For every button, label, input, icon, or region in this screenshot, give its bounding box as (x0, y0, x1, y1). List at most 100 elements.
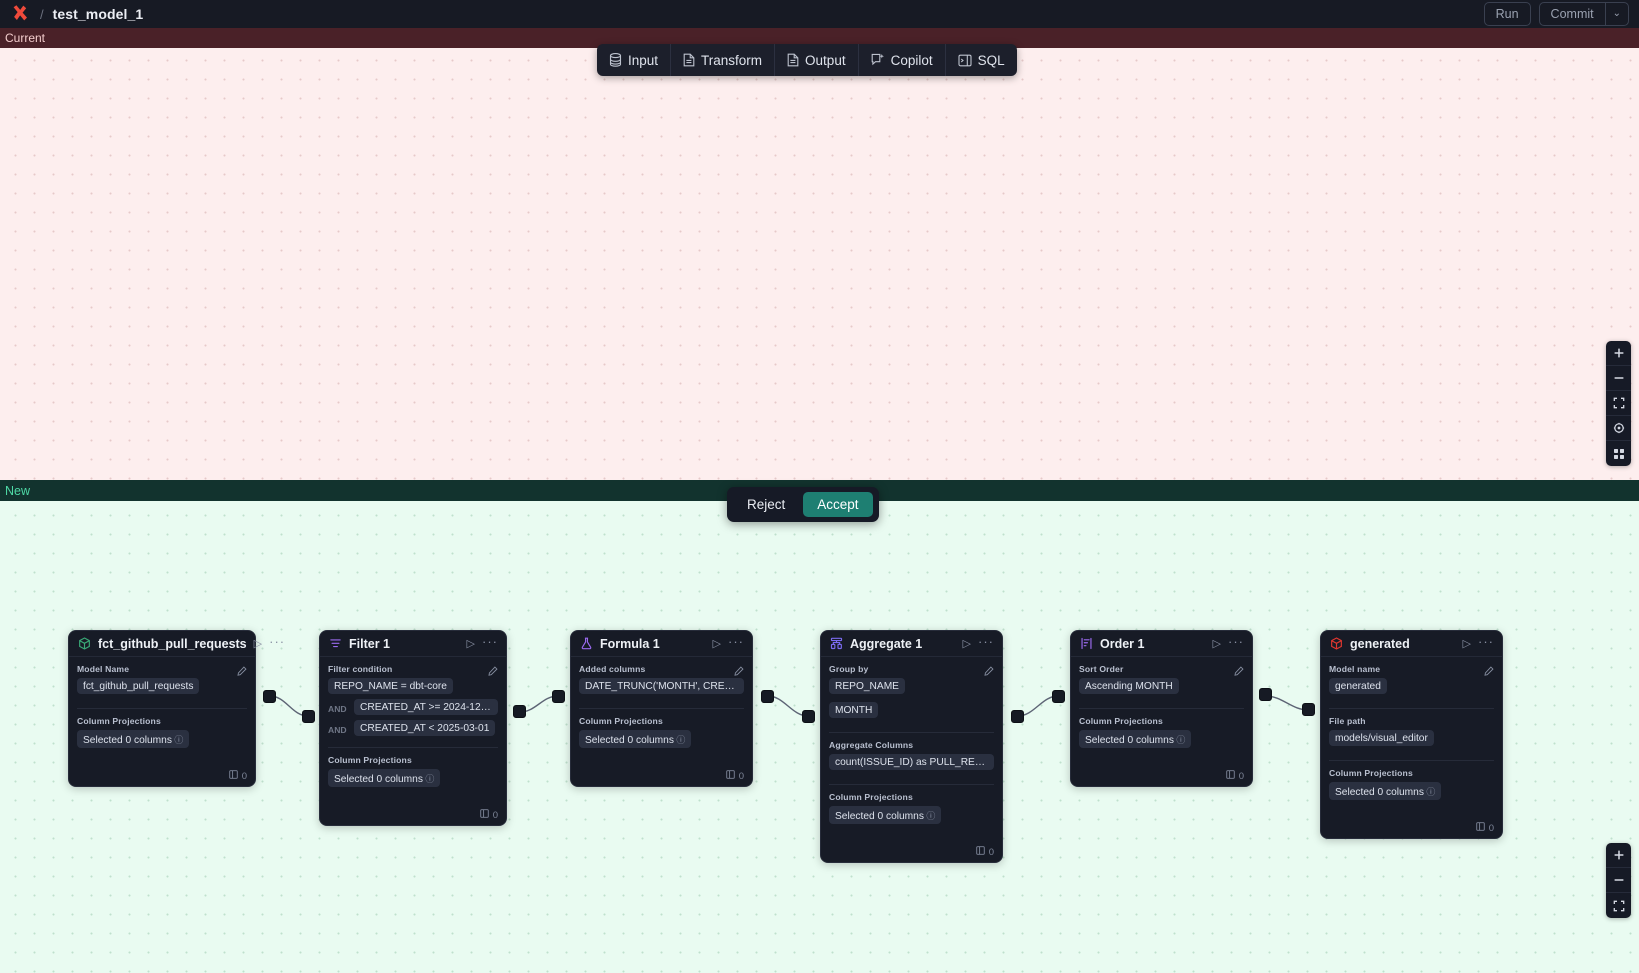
toolbar-item-transform[interactable]: Transform (671, 44, 776, 76)
node-run-icon[interactable]: ▷ (466, 638, 475, 650)
value-pill[interactable]: MONTH (829, 702, 879, 718)
value-pill[interactable]: fct_github_pull_requests (77, 678, 200, 694)
dbt-x-logo-icon[interactable] (10, 4, 30, 24)
node-port[interactable] (1052, 690, 1065, 703)
row-count-value: 0 (738, 770, 744, 782)
edit-pencil-icon[interactable] (984, 663, 994, 681)
edit-pencil-icon[interactable] (1234, 663, 1244, 681)
node-port[interactable] (1011, 710, 1024, 723)
toolbar-item-output[interactable]: Output (775, 44, 859, 76)
canvas-pane-current[interactable] (0, 28, 1639, 480)
toolbar-label-output: Output (805, 52, 846, 68)
node-port[interactable] (761, 690, 774, 703)
value-pill[interactable]: Ascending MONTH (1079, 678, 1179, 694)
row-count-value: 0 (241, 770, 247, 782)
zoom-in-icon[interactable] (1606, 843, 1631, 868)
node-port[interactable] (513, 705, 526, 718)
edit-pencil-icon[interactable] (734, 663, 744, 681)
toolbar-item-sql[interactable]: SQL (946, 44, 1017, 76)
node-run-icon[interactable]: ▷ (712, 638, 721, 650)
lock-target-icon[interactable] (1606, 416, 1631, 441)
node-menu-icon[interactable]: ··· (1228, 634, 1244, 649)
value-pill[interactable]: count(ISSUE_ID) as PULL_REQUEST_… (829, 754, 994, 770)
node-header[interactable]: Order 1▷··· (1071, 631, 1252, 657)
value-pill[interactable]: Selected 0 columns (579, 730, 692, 748)
grid-layout-icon[interactable] (1606, 441, 1631, 466)
toolbar-item-input[interactable]: Input (597, 44, 672, 76)
value-pill[interactable]: Selected 0 columns (1079, 730, 1192, 748)
node-header[interactable]: Aggregate 1 ▷ ··· (821, 631, 1002, 657)
section-label: File path (1329, 716, 1366, 726)
node-title: Aggregate 1 (850, 636, 923, 651)
edit-pencil-icon[interactable] (488, 663, 498, 681)
node-menu-icon[interactable]: ··· (978, 634, 994, 649)
value-pill[interactable]: models/visual_editor (1329, 730, 1434, 746)
node-header[interactable]: fct_github_pull_requests▷··· (69, 631, 284, 657)
condition-pill[interactable]: CREATED_AT >= 2024-12-01 (354, 699, 498, 715)
section-label: Column Projections (829, 792, 913, 802)
page-title: test_model_1 (52, 6, 144, 22)
edit-pencil-icon[interactable] (237, 663, 247, 681)
condition-pill[interactable]: REPO_NAME = dbt-core (328, 678, 453, 694)
node-run-icon[interactable]: ▷ (962, 638, 971, 650)
node-menu-icon[interactable]: ··· (1478, 634, 1494, 649)
condition-pill[interactable]: CREATED_AT < 2025-03-01 (354, 720, 496, 736)
node-header[interactable]: generated ▷ ··· (1321, 631, 1502, 657)
node-header[interactable]: Formula 1▷··· (571, 631, 752, 657)
value-pill[interactable]: Selected 0 columns (1329, 782, 1442, 800)
value-pill[interactable]: Selected 0 columns (829, 806, 942, 824)
node-run-icon[interactable]: ▷ (1462, 638, 1471, 650)
zoom-out-icon[interactable] (1606, 366, 1631, 391)
node-port[interactable] (263, 690, 276, 703)
node-header[interactable]: Filter 1 ▷ ··· (320, 631, 506, 657)
edit-pencil-icon[interactable] (1484, 663, 1494, 681)
filter-condition-row[interactable]: AND CREATED_AT >= 2024-12-01 (328, 699, 498, 718)
node-port[interactable] (1259, 688, 1272, 701)
node-title: Filter 1 (349, 636, 390, 651)
condition-operator: AND (328, 703, 347, 714)
row-count-icon (479, 809, 489, 821)
node-port[interactable] (552, 690, 565, 703)
node-footer: 0 (1071, 768, 1252, 786)
toolbar-item-copilot[interactable]: Copilot (859, 44, 946, 76)
node-port[interactable] (302, 710, 315, 723)
node-menu-icon[interactable]: ··· (482, 634, 498, 649)
commit-button[interactable]: Commit (1550, 7, 1594, 21)
zoom-out-icon[interactable] (1606, 868, 1631, 893)
node-port[interactable] (802, 710, 815, 723)
run-button[interactable]: Run (1483, 2, 1531, 26)
node-run-icon[interactable]: ▷ (1212, 638, 1221, 650)
chevron-down-icon[interactable]: ⌄ (1604, 3, 1628, 25)
node-run-icon[interactable]: ▷ (253, 638, 263, 650)
reject-button[interactable]: Reject (747, 497, 786, 512)
canvas-controls-new (1606, 843, 1631, 918)
toolbar-label-copilot: Copilot (890, 52, 933, 68)
value-pill[interactable]: generated (1329, 678, 1387, 694)
zoom-in-icon[interactable] (1606, 341, 1631, 366)
node-menu-icon[interactable]: ··· (269, 634, 286, 649)
cube-source-icon (78, 637, 91, 650)
accept-button[interactable]: Accept (803, 492, 873, 517)
commit-button-group[interactable]: Commit ⌄ (1538, 2, 1629, 26)
node-footer: 0 (571, 768, 752, 786)
fit-view-icon[interactable] (1606, 391, 1631, 416)
node-menu-icon[interactable]: ··· (728, 634, 744, 649)
value-pill[interactable]: Selected 0 columns (328, 769, 441, 787)
node-port[interactable] (1302, 703, 1315, 716)
node-title: generated (1350, 636, 1410, 651)
value-pill[interactable]: Selected 0 columns (77, 730, 190, 748)
fit-view-icon[interactable] (1606, 893, 1631, 918)
value-pill[interactable]: DATE_TRUNC('MONTH', CREATED_AT… (579, 678, 744, 694)
value-pill[interactable]: REPO_NAME (829, 678, 905, 694)
filter-condition-row[interactable]: REPO_NAME = dbt-core (328, 678, 498, 697)
